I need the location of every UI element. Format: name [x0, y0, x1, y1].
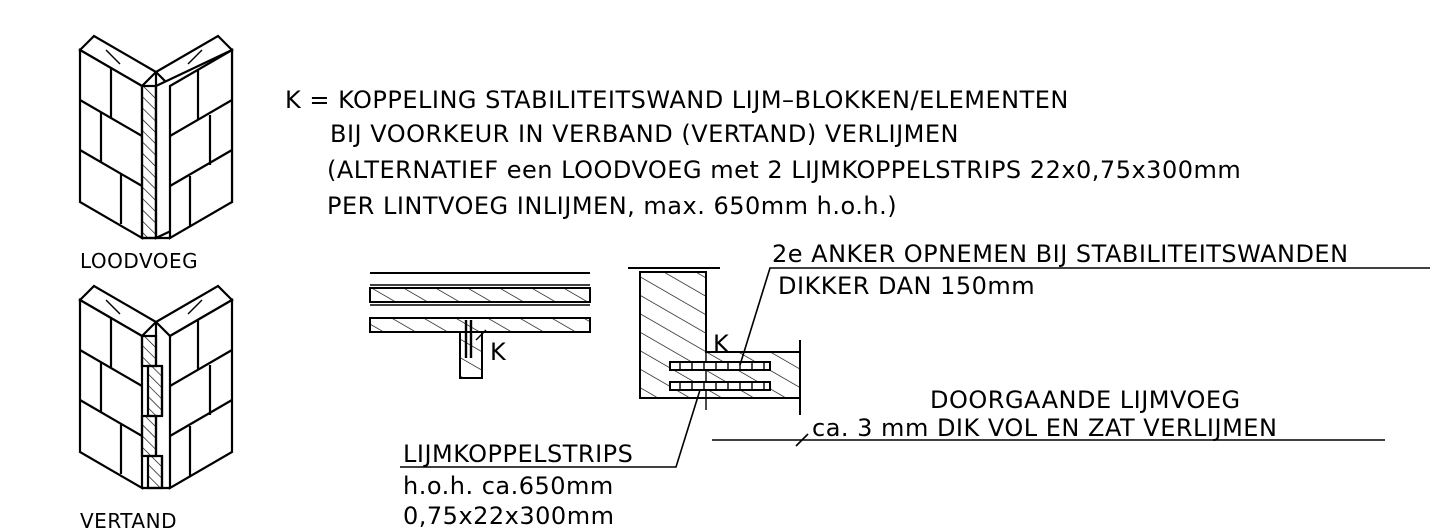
description-line-3: (ALTERNATIEF een LOODVOEG met 2 LIJMKOPP…: [327, 156, 1241, 184]
corner-connection-detail: [400, 267, 1430, 468]
k-label-right: K: [713, 330, 730, 358]
loodvoeg-label: LOODVOEG: [80, 249, 198, 273]
vertand-corner-illustration: [78, 284, 234, 490]
loodvoeg-corner-illustration: [78, 34, 234, 240]
k-label-left: K: [490, 338, 507, 366]
vertand-label: VERTAND: [80, 509, 177, 528]
t-junction-plan: [369, 272, 591, 379]
strips-note-line-1: LIJMKOPPELSTRIPS: [403, 440, 633, 468]
description-line-1: K = KOPPELING STABILITEITSWAND LIJM–BLOK…: [285, 86, 1069, 114]
strips-note-line-3: 0,75x22x300mm: [403, 502, 614, 528]
anker-note-line-1: 2e ANKER OPNEMEN BIJ STABILITEITSWANDEN: [772, 240, 1349, 268]
anker-note-line-2: DIKKER DAN 150mm: [778, 272, 1035, 300]
description-line-2: BIJ VOORKEUR IN VERBAND (VERTAND) VERLIJ…: [330, 120, 959, 148]
lijmvoeg-note-line-1: DOORGAANDE LIJMVOEG: [930, 386, 1241, 414]
strips-note-line-2: h.o.h. ca.650mm: [403, 472, 614, 500]
lijmvoeg-note-line-2: ca. 3 mm DIK VOL EN ZAT VERLIJMEN: [812, 414, 1277, 442]
description-line-4: PER LINTVOEG INLIJMEN, max. 650mm h.o.h.…: [327, 192, 897, 220]
